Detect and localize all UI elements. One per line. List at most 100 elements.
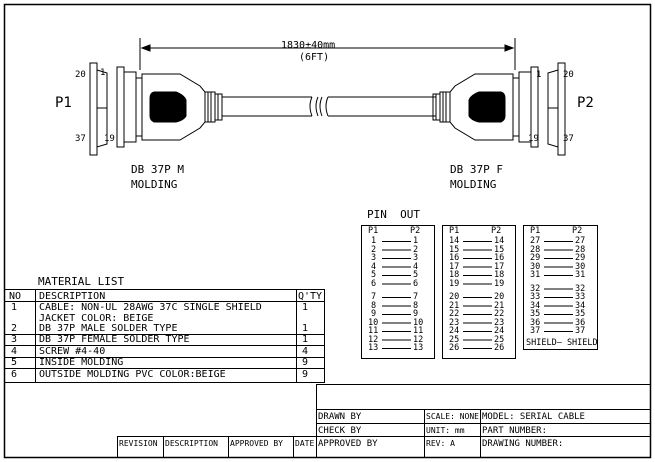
drawing-number-label: DRAWING NUMBER: (482, 439, 564, 449)
pinout-pin-p2: 22 (494, 309, 505, 319)
pinout-header-p2: P2 (491, 226, 502, 236)
material-row-qty: 1 (302, 302, 309, 313)
material-row-description: SCREW #4-40 (39, 346, 106, 357)
pinout-pin-p1: 5 (371, 270, 377, 280)
pinout-pin-p2: 6 (413, 278, 419, 289)
right-connector-type: DB 37P F (450, 163, 503, 176)
approved-by-label: APPROVED BY (318, 439, 378, 449)
pinout-pin-p2: 5 (413, 270, 419, 280)
pinout-pin-p2: 28 (575, 244, 586, 255)
dimension-length-ft: (6FT) (299, 52, 330, 63)
pinout-pin-p2: 3 (413, 253, 419, 263)
drawing-border (3, 3, 652, 459)
pinout-pin-p1: 28 (530, 244, 541, 255)
material-row-qty: 9 (302, 357, 309, 368)
title-block-grid (117, 384, 651, 457)
pinout-pin-p1: 16 (449, 253, 460, 263)
pinout-pin-p2: 19 (494, 278, 505, 289)
pinout-pin-p2: 1 (413, 236, 419, 246)
p1-pin-37: 37 (75, 134, 86, 144)
pinout-pin-p1: 8 (371, 300, 377, 311)
pinout-pin-p2: 2 (413, 244, 419, 255)
pinout-pin-p1: 22 (449, 309, 460, 319)
p2-label: P2 (577, 95, 594, 111)
material-list-grid (5, 289, 325, 383)
pinout-box-1 (361, 225, 435, 359)
pinout-pin-p1: 2 (371, 244, 377, 255)
material-row-qty: 1 (302, 323, 309, 334)
cable-body (222, 96, 436, 117)
pinout-pin-p2: 26 (494, 343, 505, 353)
p2-connector-face (547, 62, 566, 156)
material-row-description: INSIDE MOLDING (39, 357, 124, 368)
pinout-header-p1: P1 (530, 226, 541, 236)
pinout-pin-p2: 35 (575, 309, 586, 319)
material-row-no: 2 (11, 323, 18, 334)
left-connector-type: DB 37P M (131, 163, 184, 176)
pinout-pin-p1: 23 (449, 317, 460, 328)
pinout-pin-p2: 13 (413, 343, 424, 353)
material-row-description: CABLE: NON-UL 28AWG 37C SINGLE SHIELD (39, 302, 262, 313)
pinout-pin-p2: 36 (575, 317, 586, 328)
pinout-pin-p1: 31 (530, 270, 541, 280)
pinout-pin-p1: 24 (449, 326, 460, 336)
model-label: MODEL: SERIAL CABLE (482, 412, 585, 422)
pinout-pin-p2: 14 (494, 236, 505, 246)
pinout-lines (382, 241, 573, 349)
material-row-description: OUTSIDE MOLDING PVC COLOR:BEIGE (39, 369, 226, 380)
pinout-pin-p1: 34 (530, 300, 541, 311)
pinout-pin-p2: 27 (575, 236, 586, 246)
pinout-pin-p2: 23 (494, 317, 505, 328)
pinout-pin-p2: 7 (413, 292, 419, 302)
material-row-divider (5, 345, 325, 346)
pinout-pin-p2: 24 (494, 326, 505, 336)
pinout-pin-p1: 26 (449, 343, 460, 353)
pinout-pin-p2: 9 (413, 309, 419, 319)
pinout-pin-p2: 34 (575, 300, 586, 311)
pinout-pin-p1: 11 (368, 326, 379, 336)
pinout-pin-p1: 21 (449, 300, 460, 311)
pinout-pin-p1: 13 (368, 343, 379, 353)
material-header-description: DESCRIPTION (39, 291, 106, 302)
pinout-pin-p1: 35 (530, 309, 541, 319)
pinout-pin-p1: 15 (449, 244, 460, 255)
pinout-header-p2: P2 (572, 226, 583, 236)
pinout-box-2 (442, 225, 516, 359)
pinout-pin-p2: 29 (575, 253, 586, 263)
pinout-title: PIN OUT (367, 208, 420, 221)
pinout-pin-p2: 20 (494, 292, 505, 302)
dimension-line (139, 38, 516, 70)
pinout-pin-p1: 32 (530, 283, 541, 294)
pinout-pin-p2: 21 (494, 300, 505, 311)
p1-connector-face (89, 62, 108, 156)
pinout-pin-p2: 4 (413, 261, 419, 272)
scale-label: SCALE: NONE (426, 412, 479, 421)
material-row-no: 4 (11, 346, 18, 357)
pinout-pin-p1: 36 (530, 317, 541, 328)
revision-column: REVISION (119, 439, 158, 448)
rev-label: REV: A (426, 439, 455, 448)
material-row-no: 6 (11, 369, 18, 380)
description-column: DESCRIPTION (165, 439, 218, 448)
pinout-pin-p1: 37 (530, 326, 541, 336)
material-row-no: 3 (11, 334, 18, 345)
pinout-pin-p2: 15 (494, 244, 505, 255)
pinout-pin-p2: 12 (413, 334, 424, 345)
pinout-pin-p1: 14 (449, 236, 460, 246)
pinout-pin-p2: 33 (575, 292, 586, 302)
pinout-pin-p1: 6 (371, 278, 377, 289)
pinout-pin-p1: 30 (530, 261, 541, 272)
pinout-pin-p2: 18 (494, 270, 505, 280)
pinout-pin-p2: 25 (494, 334, 505, 345)
pinout-pin-p1: 7 (371, 292, 377, 302)
pinout-shield: SHIELD— SHIELD (526, 338, 598, 348)
material-row-divider (5, 357, 325, 358)
p2-pin-20: 20 (563, 70, 574, 80)
dimension-length: 1830±40mm (281, 40, 336, 51)
p1-label: P1 (55, 95, 72, 111)
left-connector-molding-label: MOLDING (131, 178, 178, 191)
date-column: DATE (295, 439, 315, 448)
material-row-qty: 4 (302, 346, 309, 357)
pinout-pin-p1: 1 (371, 236, 377, 246)
